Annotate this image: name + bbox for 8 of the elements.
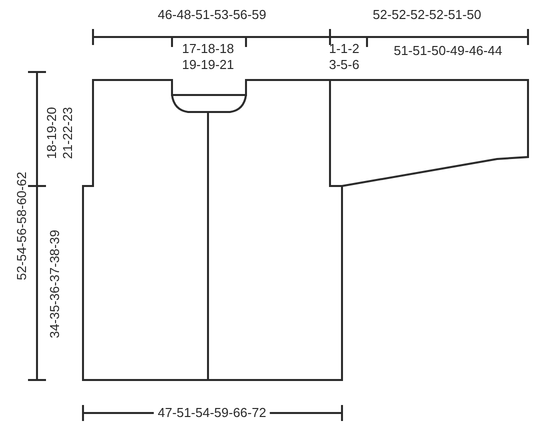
- dimension-label: 52-52-52-52-51-50: [372, 7, 482, 23]
- dimension-label: 18-19-20 21-22-23: [44, 106, 76, 162]
- dimension-label: 52-54-56-58-60-62: [14, 172, 30, 280]
- dimension-label: 51-51-50-49-46-44: [394, 43, 502, 59]
- dimension-label: 17-18-18 19-19-21: [180, 41, 236, 73]
- dimension-label: 34-35-36-37-38-39: [47, 230, 63, 338]
- dimension-label: 1-1-2 3-5-6: [329, 41, 360, 73]
- dimension-label: 46-48-51-53-56-59: [158, 7, 266, 23]
